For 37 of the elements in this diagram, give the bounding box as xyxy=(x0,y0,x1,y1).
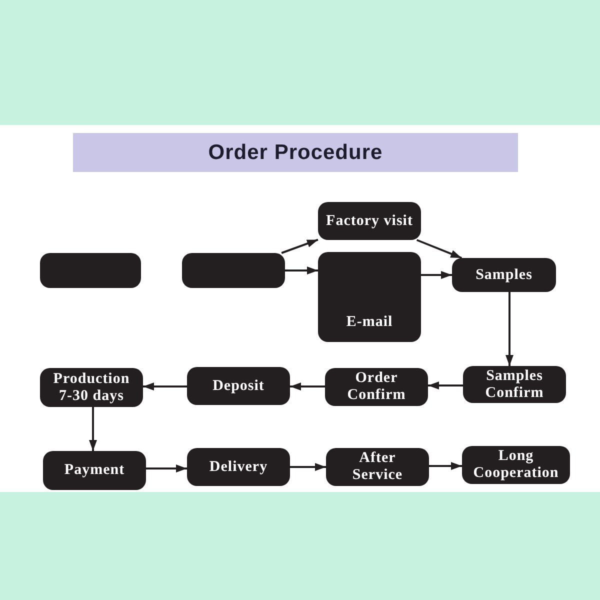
arrow xyxy=(416,239,462,259)
process-box xyxy=(452,258,556,292)
arrow xyxy=(290,382,325,390)
step-label: E-mail xyxy=(346,314,393,331)
process-box xyxy=(43,451,146,490)
step-label: Order Confirm xyxy=(346,370,407,404)
arrow xyxy=(143,382,187,390)
process-box xyxy=(187,448,290,486)
step-label: Samples Confirm xyxy=(484,368,545,402)
process-box xyxy=(463,366,566,403)
process-box xyxy=(326,448,429,486)
process-box xyxy=(325,368,428,406)
process-box xyxy=(462,446,570,484)
arrow xyxy=(285,266,318,274)
step-label: Payment xyxy=(64,462,125,479)
arrow xyxy=(429,462,462,470)
process-box xyxy=(187,367,290,405)
arrow xyxy=(281,238,318,254)
arrow xyxy=(146,464,187,472)
step-label: Samples xyxy=(476,266,532,284)
arrow xyxy=(421,271,452,279)
step-label: Delivery xyxy=(209,458,268,476)
empty-box xyxy=(182,253,285,288)
arrow xyxy=(89,407,97,451)
step-label: After Service xyxy=(351,450,404,484)
step-label: Production 7-30 days xyxy=(52,370,131,404)
arrow xyxy=(506,292,514,366)
process-box xyxy=(318,252,421,342)
empty-box xyxy=(40,253,141,288)
process-box xyxy=(318,202,421,240)
process-box xyxy=(40,368,143,407)
step-label: Long Cooperation xyxy=(472,448,560,482)
arrow xyxy=(290,463,326,471)
title: Order Procedure xyxy=(208,140,383,164)
arrow xyxy=(428,382,463,390)
step-label: Deposit xyxy=(212,378,264,394)
step-label: Factory visit xyxy=(326,212,413,230)
